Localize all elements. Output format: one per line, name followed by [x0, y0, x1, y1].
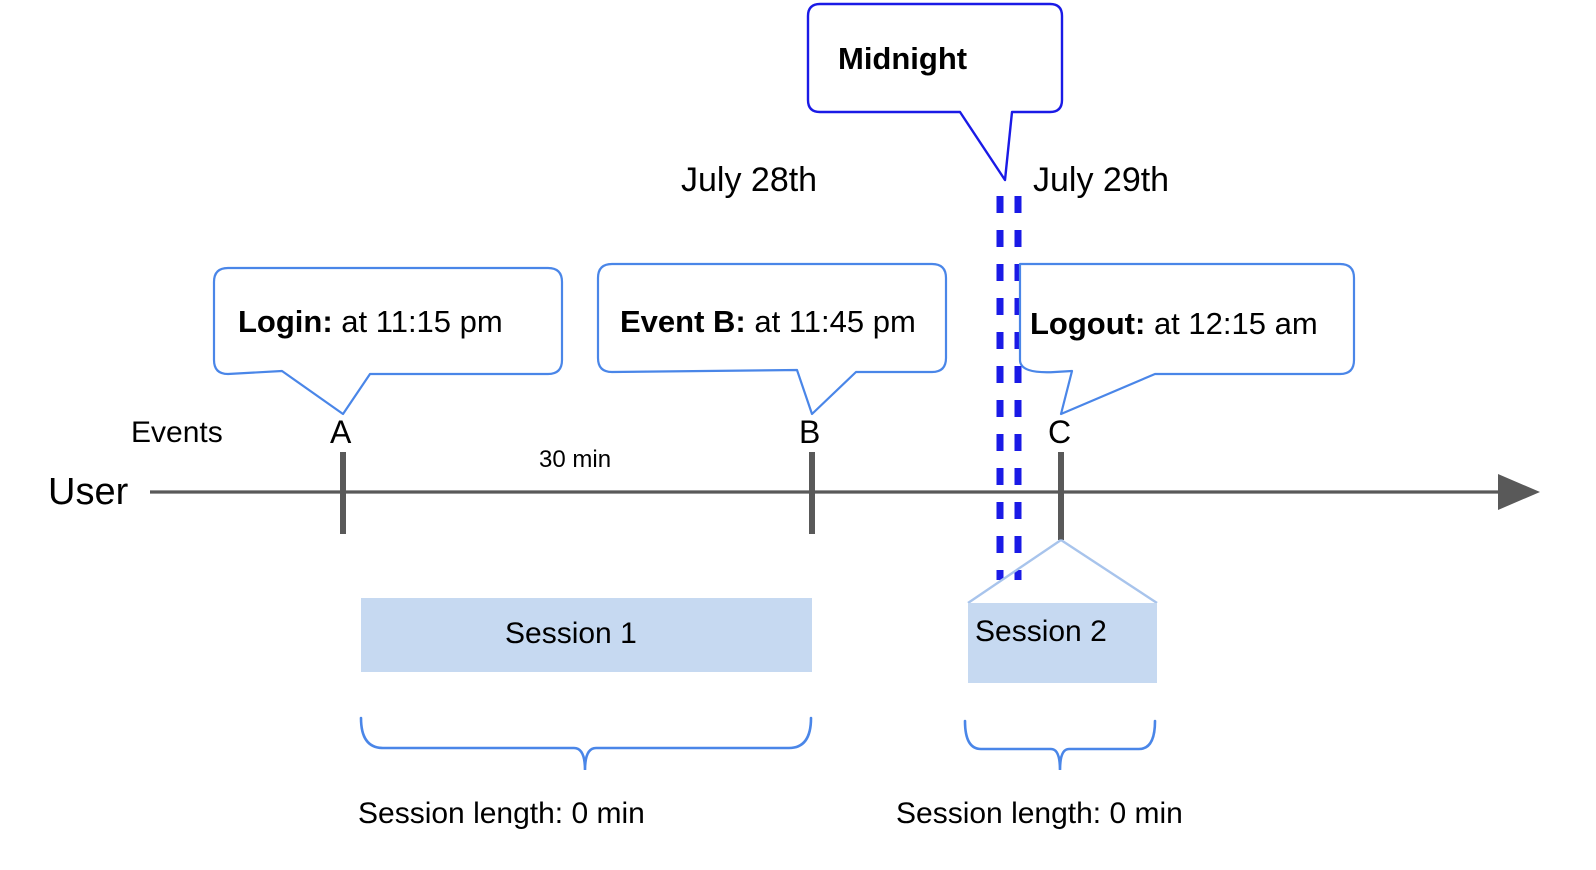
- event-marker-label-a: A: [330, 414, 352, 450]
- eventb-callout-bold: Event B:: [620, 304, 746, 339]
- session-1-brace: [359, 716, 813, 771]
- session-2-connectors: [967, 538, 1158, 605]
- logout-callout-label: Logout: at 12:15 am: [1030, 308, 1318, 339]
- session-1-box: [361, 598, 812, 672]
- row-label-user: User: [48, 471, 129, 513]
- logout-callout-shape: [1018, 262, 1356, 416]
- session-2-box: [968, 603, 1157, 683]
- date-label-july-29: July 29th: [1033, 161, 1170, 199]
- eventb-callout-rest: at 11:45 pm: [745, 304, 916, 339]
- login-callout-shape: [212, 266, 564, 416]
- eventb-callout-shape: [596, 262, 948, 416]
- event-marker-label-c: C: [1048, 414, 1072, 450]
- session-2-length-label: Session length: 0 min: [896, 797, 1183, 830]
- session-1-length-label: Session length: 0 min: [358, 797, 645, 830]
- row-label-events: Events: [131, 416, 223, 449]
- event-marker-label-b: B: [799, 414, 821, 450]
- midnight-dashed-lines: [996, 196, 1022, 580]
- timeline-axis: [150, 474, 1540, 510]
- session-2-brace: [963, 719, 1157, 771]
- date-label-july-28: July 28th: [681, 161, 818, 199]
- midnight-callout-label: Midnight: [838, 41, 968, 76]
- gap-duration-label: 30 min: [539, 446, 612, 473]
- login-callout-bold: Login:: [238, 304, 333, 339]
- session-2-label: Session 2: [975, 615, 1107, 648]
- login-callout-rest: at 11:15 pm: [332, 304, 503, 339]
- midnight-callout-shape: [806, 2, 1064, 182]
- eventb-callout-label: Event B: at 11:45 pm: [620, 306, 916, 337]
- logout-callout-bold: Logout:: [1030, 306, 1146, 341]
- session-1-label: Session 1: [505, 617, 637, 650]
- logout-callout-rest: at 12:15 am: [1145, 306, 1318, 341]
- login-callout-label: Login: at 11:15 pm: [238, 306, 503, 337]
